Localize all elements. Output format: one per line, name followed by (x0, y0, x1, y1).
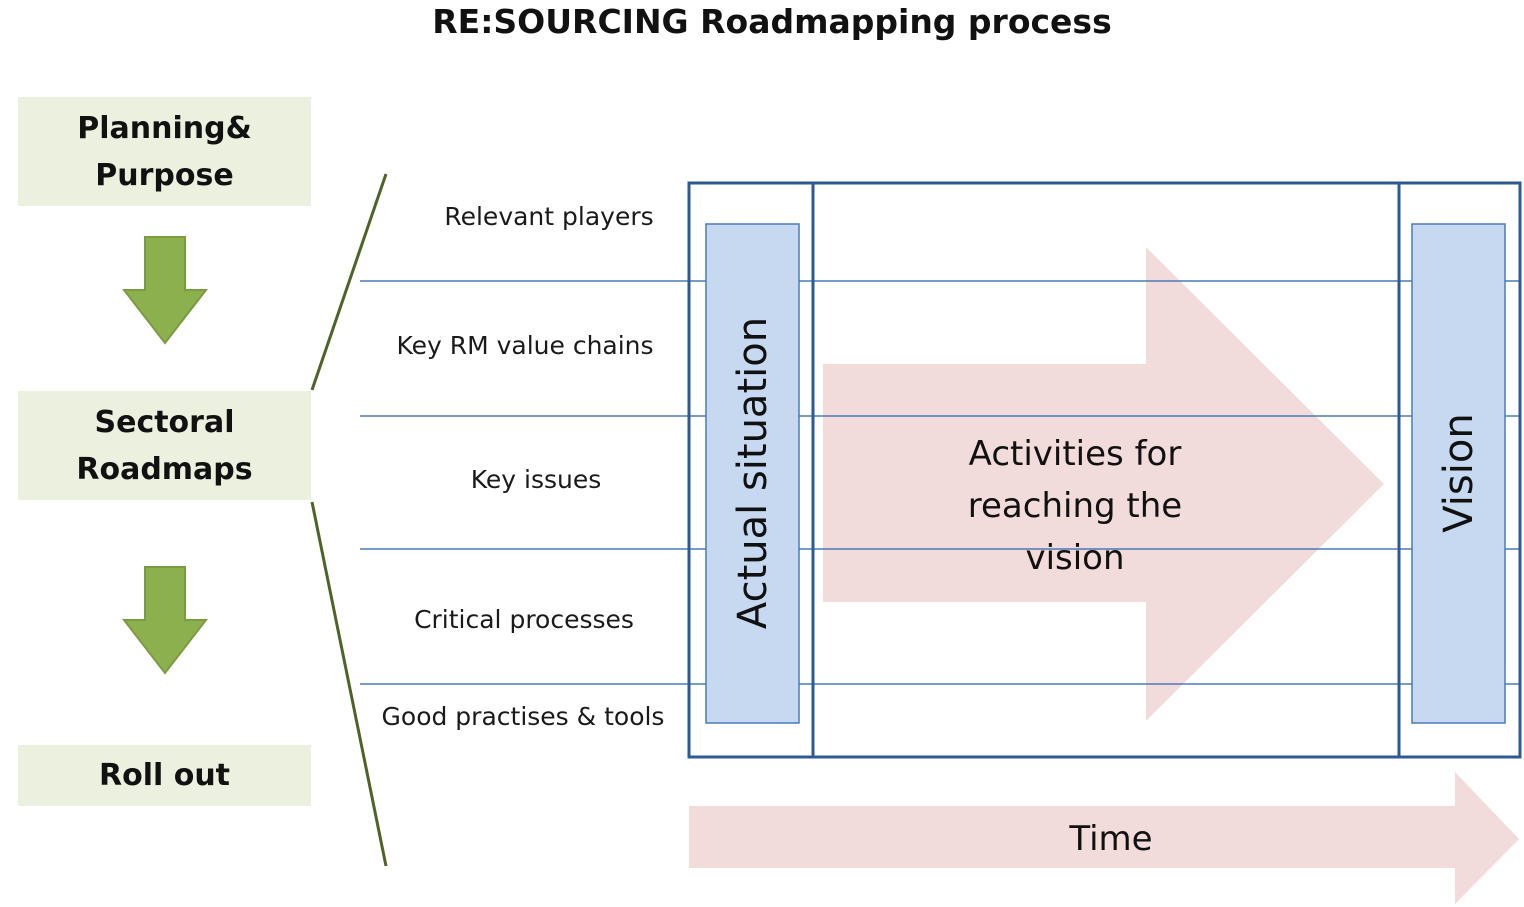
time-arrow (689, 772, 1519, 904)
down-arrow-1-icon (121, 236, 209, 345)
phase-sectoral-line2: Roadmaps (76, 451, 253, 487)
phase-rollout-label: Roll out (98, 758, 231, 793)
row-label-key-rm-value-chains: Key RM value chains (396, 331, 654, 360)
activities-arrow (823, 247, 1384, 721)
actual-situation-column (705, 223, 800, 724)
fan-line-top (310, 173, 388, 391)
time-label: Time (1069, 819, 1153, 859)
phase-planning-line1: Planning& (77, 110, 252, 146)
phase-sectoral-roadmaps: Sectoral Roadmaps (18, 391, 311, 500)
vision-label: Vision (1436, 413, 1482, 533)
row-label-critical-processes: Critical processes (414, 605, 634, 634)
row-label-key-issues: Key issues (470, 465, 602, 494)
row-label-relevant-players: Relevant players (444, 202, 654, 231)
activities-line3: vision (1025, 538, 1125, 578)
activities-line2: reaching the (967, 486, 1183, 526)
phase-planning-line2: Purpose (95, 157, 234, 193)
row-lines (360, 280, 1521, 685)
activities-line1: Activities for (968, 434, 1182, 474)
phase-sectoral-line1: Sectoral (94, 404, 235, 440)
actual-situation-label: Actual situation (730, 316, 776, 630)
fan-line-bottom (310, 501, 388, 867)
down-arrow-2-icon (121, 566, 209, 675)
phase-roll-out: Roll out (18, 745, 311, 806)
vision-column (1411, 223, 1506, 724)
phase-planning-purpose: Planning& Purpose (18, 97, 311, 206)
roadmap-frame (687, 181, 1522, 759)
activities-text: Activities for reaching the vision (934, 428, 1216, 584)
row-label-good-practises-tools: Good practises & tools (381, 702, 665, 731)
diagram-title: RE:SOURCING Roadmapping process (432, 2, 1112, 41)
